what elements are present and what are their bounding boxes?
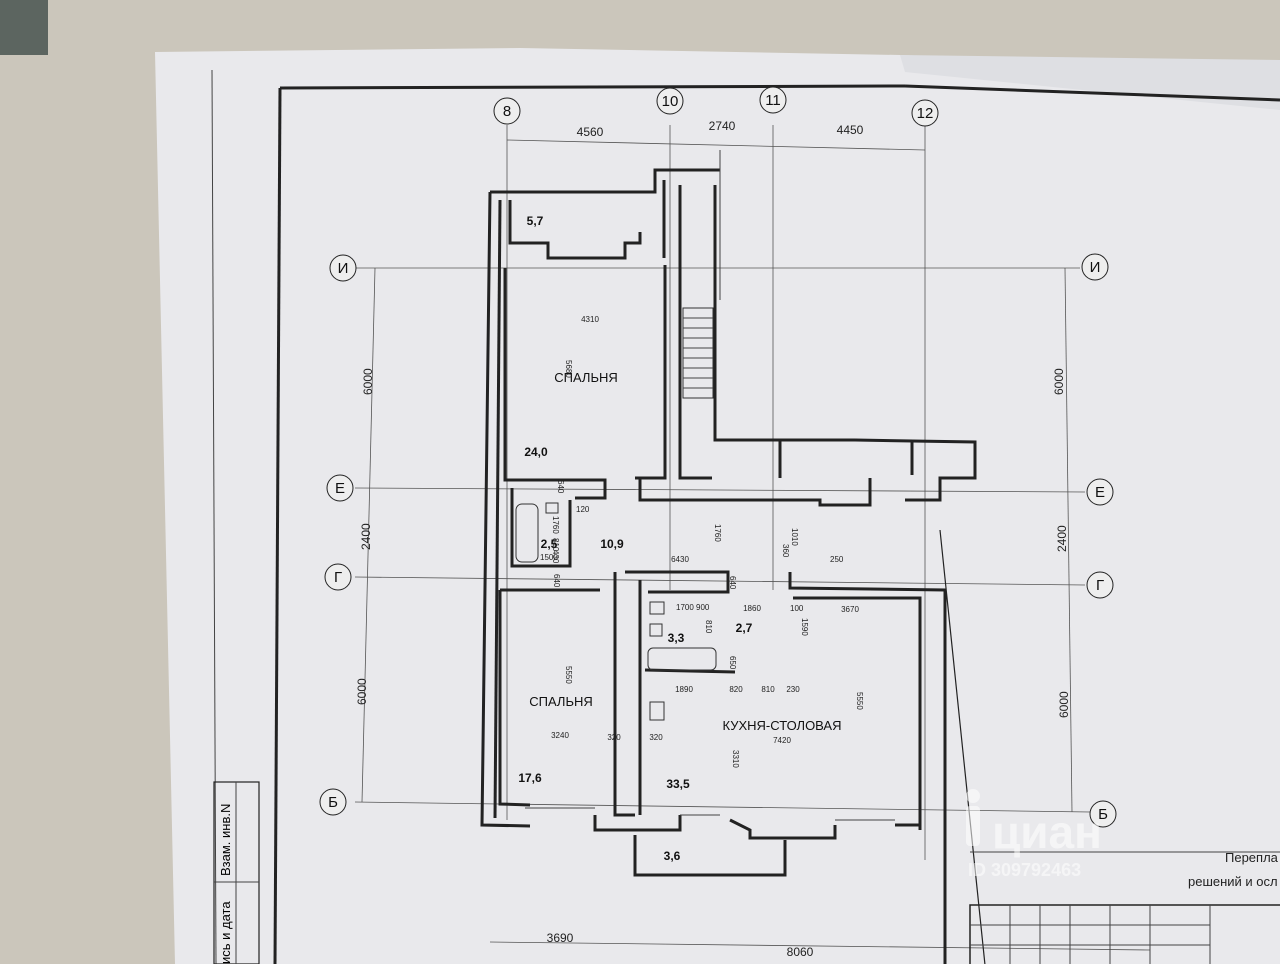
svg-text:810: 810 bbox=[761, 685, 775, 694]
svg-text:1760: 1760 bbox=[551, 516, 560, 534]
svg-text:1590: 1590 bbox=[800, 618, 809, 636]
room-area-bedroom-2: 17,6 bbox=[518, 771, 542, 785]
axis-bubbles-side: И Е Г Б И Е Г Б bbox=[319, 253, 1117, 828]
axis-label-E-left: Е bbox=[335, 480, 345, 497]
axis-bubbles-top: 8 10 11 12 bbox=[493, 86, 939, 127]
svg-text:3310: 3310 bbox=[731, 750, 740, 768]
svg-text:1860: 1860 bbox=[743, 604, 761, 613]
dimensions: 4560 2740 4450 3690 8060 6000 2400 6000 … bbox=[355, 119, 1071, 959]
svg-text:6430: 6430 bbox=[671, 555, 689, 564]
watermark: циан ID 309792463 bbox=[966, 789, 1102, 880]
room-label-bedroom-2: СПАЛЬНЯ bbox=[529, 694, 593, 709]
svg-text:1010: 1010 bbox=[790, 528, 799, 546]
dim-top-1: 4560 bbox=[577, 125, 604, 139]
svg-text:1700: 1700 bbox=[676, 603, 694, 612]
title-line-1: Перепла bbox=[1225, 850, 1279, 865]
axis-label-10: 10 bbox=[662, 93, 679, 110]
frame-left bbox=[273, 87, 282, 964]
svg-text:4310: 4310 bbox=[581, 315, 599, 324]
dim-bottom-2: 8060 bbox=[787, 945, 814, 959]
svg-text:900: 900 bbox=[696, 603, 710, 612]
axis-label-B-right: Б bbox=[1098, 806, 1108, 823]
svg-text:7420: 7420 bbox=[773, 736, 791, 745]
axis-label-I-left: И bbox=[338, 260, 349, 277]
title-line-2: решений и осл bbox=[1188, 874, 1278, 889]
axis-label-12: 12 bbox=[917, 105, 934, 122]
axis-label-G-right: Г bbox=[1096, 577, 1104, 594]
dim-left-3: 6000 bbox=[355, 678, 369, 705]
svg-text:1890: 1890 bbox=[675, 685, 693, 694]
svg-text:640: 640 bbox=[552, 574, 561, 588]
svg-text:320: 320 bbox=[607, 733, 621, 742]
stamp-vertical-1: Взам. инв.N bbox=[218, 804, 233, 876]
area-bath-left: 2,5 bbox=[541, 537, 558, 551]
staircase bbox=[682, 307, 714, 399]
svg-text:5550: 5550 bbox=[855, 692, 864, 710]
svg-text:820: 820 bbox=[729, 685, 743, 694]
svg-text:640: 640 bbox=[728, 576, 737, 590]
inner-dimensions: 4310 5680 640 1760 810 430 1500 120 6430… bbox=[540, 315, 864, 768]
room-area-kitchen: 33,5 bbox=[666, 777, 690, 791]
area-balcony-top: 5,7 bbox=[527, 214, 544, 228]
svg-text:1500: 1500 bbox=[540, 553, 558, 562]
svg-text:3670: 3670 bbox=[841, 605, 859, 614]
svg-text:120: 120 bbox=[576, 505, 590, 514]
room-labels: СПАЛЬНЯ 24,0 СПАЛЬНЯ 17,6 КУХНЯ-СТОЛОВАЯ… bbox=[518, 214, 841, 863]
svg-text:650: 650 bbox=[728, 656, 737, 670]
frame-top bbox=[279, 84, 906, 90]
object-corner bbox=[0, 0, 48, 55]
svg-text:810: 810 bbox=[704, 620, 713, 634]
svg-text:250: 250 bbox=[830, 555, 844, 564]
dim-right-3: 6000 bbox=[1057, 691, 1071, 718]
binding-line bbox=[211, 69, 217, 964]
area-bath-right: 3,3 bbox=[668, 631, 685, 645]
room-label-bedroom-1: СПАЛЬНЯ bbox=[554, 370, 618, 385]
watermark-brand: циан bbox=[992, 806, 1102, 858]
dim-top-3: 4450 bbox=[837, 123, 864, 137]
svg-text:3240: 3240 bbox=[551, 731, 569, 740]
axis-label-11: 11 bbox=[765, 92, 781, 109]
area-balcony-bottom: 3,6 bbox=[664, 849, 681, 863]
dim-right-1: 6000 bbox=[1052, 368, 1066, 395]
svg-text:5680: 5680 bbox=[564, 360, 573, 378]
svg-text:230: 230 bbox=[786, 685, 800, 694]
stamp-vertical-2: ись и дата bbox=[218, 901, 233, 964]
dim-right-2: 2400 bbox=[1055, 525, 1069, 552]
dim-left-1: 6000 bbox=[361, 368, 375, 395]
axis-label-B-left: Б bbox=[328, 794, 338, 811]
title-block: Перепла решений и осл bbox=[969, 850, 1280, 964]
frame-top-right bbox=[904, 84, 1280, 102]
dim-left-2: 2400 bbox=[359, 523, 373, 550]
axis-label-E-right: Е bbox=[1095, 484, 1105, 501]
svg-text:320: 320 bbox=[649, 733, 663, 742]
axis-label-8: 8 bbox=[503, 103, 511, 120]
dim-top-2: 2740 bbox=[709, 119, 736, 133]
svg-text:100: 100 bbox=[790, 604, 804, 613]
axis-label-G-left: Г bbox=[334, 569, 342, 586]
svg-text:5550: 5550 bbox=[564, 666, 573, 684]
svg-text:810: 810 bbox=[551, 538, 560, 552]
watermark-id: ID 309792463 bbox=[968, 860, 1081, 880]
area-hall: 10,9 bbox=[600, 537, 624, 551]
svg-text:360: 360 bbox=[781, 544, 790, 558]
walls bbox=[480, 150, 986, 964]
svg-text:640: 640 bbox=[556, 480, 565, 494]
axis-label-I-right: И bbox=[1090, 259, 1101, 276]
fixtures bbox=[515, 502, 895, 821]
svg-text:430: 430 bbox=[551, 550, 560, 564]
svg-text:1760: 1760 bbox=[713, 524, 722, 542]
area-corridor: 2,7 bbox=[736, 621, 753, 635]
room-label-kitchen: КУХНЯ-СТОЛОВАЯ bbox=[723, 718, 842, 733]
dim-bottom-1: 3690 bbox=[547, 931, 574, 945]
room-area-bedroom-1: 24,0 bbox=[524, 445, 548, 459]
paper-sheet bbox=[155, 48, 1280, 964]
